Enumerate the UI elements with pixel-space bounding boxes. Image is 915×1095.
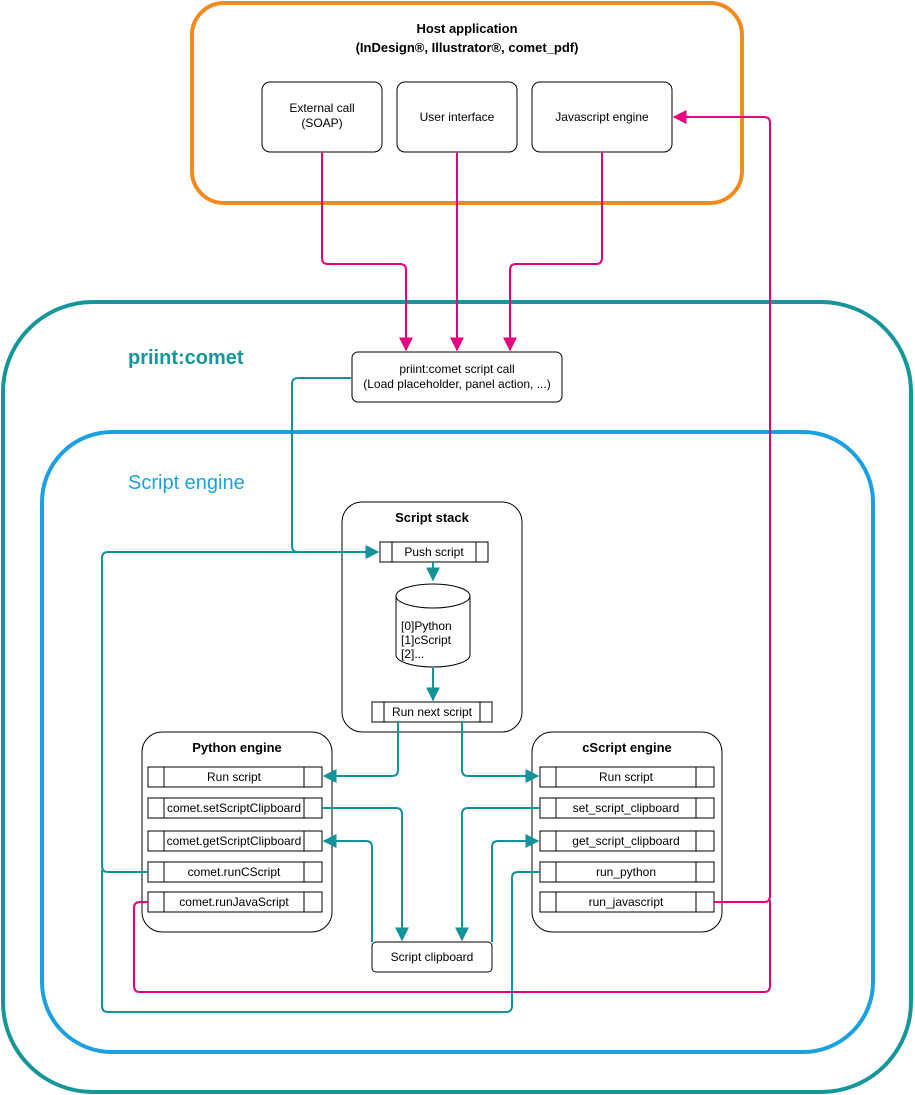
cscript-function-row: run_python	[539, 861, 715, 883]
python-function-label: comet.runJavaScript	[179, 895, 289, 909]
run-next-to-python-run-script-arrow	[322, 722, 399, 783]
cscript-function-list: Run script set_script_clipboard get_script…	[539, 766, 715, 913]
script-engine-container	[40, 430, 875, 1054]
python-function-row: comet.runJavaScript	[147, 891, 323, 913]
script-engine-title: Script engine	[128, 472, 245, 494]
script-clipboard-label: Script clipboard	[391, 950, 474, 964]
host-title: Host application	[416, 21, 517, 36]
stack-item-1: [1]cScript	[401, 633, 452, 647]
cscript-function-label: Run script	[599, 770, 654, 784]
cscript-function-row: run_javascript	[539, 891, 715, 913]
stack-item-0: [0]Python	[401, 619, 452, 633]
python-function-label: comet.runCScript	[188, 865, 281, 879]
python-function-row: comet.setScriptClipboard	[147, 797, 323, 819]
python-function-row: comet.runCScript	[147, 861, 323, 883]
python-engine-title: Python engine	[192, 740, 282, 755]
script-clipboard-box	[371, 941, 493, 973]
external-call-label-1: External call	[289, 101, 354, 115]
priint-comet-title: priint:comet	[128, 347, 244, 369]
external-call-to-script-call-arrow	[321, 152, 413, 352]
cscript-get-clipboard-arrow	[491, 834, 540, 942]
cscript-run-javascript-to-js-engine-arrow	[672, 110, 771, 903]
script-stack-title: Script stack	[395, 510, 469, 525]
cscript-function-row: Run script	[539, 766, 715, 788]
python-get-clipboard-arrow	[322, 834, 373, 942]
cscript-function-row: get_script_clipboard	[539, 830, 715, 852]
python-set-clipboard-arrow	[322, 807, 409, 942]
host-application-container	[190, 1, 744, 205]
javascript-engine-label: Javascript engine	[555, 110, 649, 124]
cscript-function-label: get_script_clipboard	[572, 834, 679, 848]
external-call-label-2: (SOAP)	[301, 116, 342, 130]
python-run-cscript-to-push-script-arrow	[101, 551, 298, 873]
python-function-label: comet.getScriptClipboard	[167, 834, 302, 848]
script-call-label-1: priint:comet script call	[399, 362, 514, 376]
host-subtitle: (InDesign®, Illustrator®, comet_pdf)	[356, 40, 579, 55]
run-next-script-process: Run next script	[371, 701, 493, 723]
push-script-process: Push script	[379, 541, 489, 563]
push-script-label: Push script	[404, 545, 464, 559]
python-function-label: Run script	[207, 770, 262, 784]
run-next-script-label: Run next script	[392, 705, 473, 719]
run-next-to-cscript-run-script-arrow	[461, 722, 540, 783]
python-function-list: Run script comet.setScriptClipboard comet.…	[147, 766, 323, 913]
javascript-engine-to-script-call-arrow	[503, 152, 603, 352]
stack-item-2: [2]...	[401, 647, 424, 661]
cscript-function-label: run_javascript	[589, 895, 664, 909]
python-function-label: comet.setScriptClipboard	[167, 801, 301, 815]
python-function-row: Run script	[147, 766, 323, 788]
cscript-function-label: run_python	[596, 865, 656, 879]
python-function-row: comet.getScriptClipboard	[147, 830, 323, 852]
stack-database-cylinder: [0]Python [1]cScript [2]...	[395, 583, 471, 668]
cscript-engine-title: cScript engine	[582, 740, 672, 755]
cscript-run-python-to-push-script-arrow	[101, 870, 540, 1013]
script-call-label-2: (Load placeholder, panel action, ...)	[363, 377, 550, 391]
cscript-function-label: set_script_clipboard	[573, 801, 680, 815]
cscript-set-clipboard-arrow	[455, 807, 540, 942]
user-interface-label: User interface	[420, 110, 495, 124]
cscript-function-row: set_script_clipboard	[539, 797, 715, 819]
python-run-javascript-connector	[133, 900, 771, 993]
